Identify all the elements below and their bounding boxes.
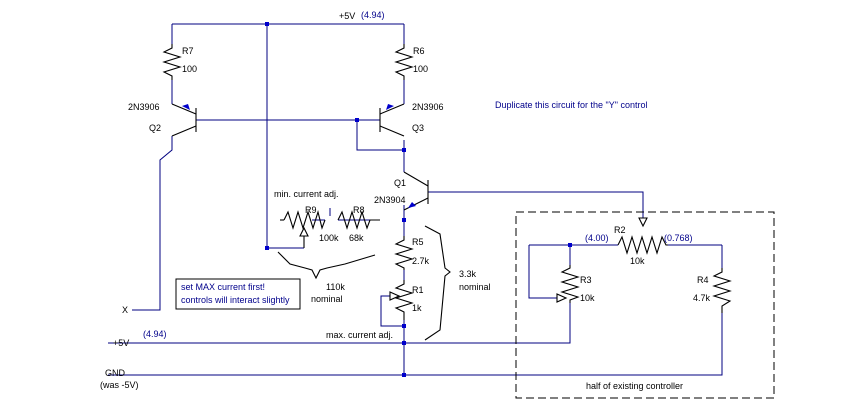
- r7-ref: R7: [182, 46, 194, 56]
- warning-box: [175, 278, 301, 310]
- r5-ref: R5: [412, 237, 424, 247]
- brace-3-3k: [424, 225, 451, 341]
- resistor-r9: [280, 209, 326, 248]
- r2-ref: R2: [614, 225, 626, 235]
- junction-gnd: [402, 373, 406, 377]
- resistor-r4: [712, 268, 732, 313]
- r8-value: 68k: [349, 233, 364, 243]
- voltage-4-00: (4.00): [585, 233, 609, 243]
- junction-emitter: [402, 218, 406, 222]
- junction-q3-collector: [402, 148, 406, 152]
- r9-value: 100k: [319, 233, 339, 243]
- max-current-label: max. current adj.: [326, 330, 393, 340]
- voltage-0-768: (0.768): [664, 233, 693, 243]
- r6-ref: R6: [413, 46, 425, 56]
- q2-ref: Q2: [149, 123, 161, 133]
- r-110k-nominal: nominal: [311, 294, 343, 304]
- gnd-port-label: GND: [105, 368, 126, 378]
- q3-part: 2N3906: [412, 102, 444, 112]
- transistor-q3: [379, 103, 405, 137]
- resistor-r8: [337, 210, 380, 230]
- r9-ref: R9: [305, 205, 317, 215]
- r4-ref: R4: [697, 275, 709, 285]
- warning-line2: controls will interact slightly: [181, 295, 290, 305]
- junction-plus5v: [402, 341, 406, 345]
- q3-ref: Q3: [412, 123, 424, 133]
- junction-q3-base: [355, 118, 359, 122]
- transistor-q2: [171, 103, 197, 137]
- r1-ref: R1: [412, 285, 424, 295]
- resistor-r1: [389, 280, 414, 320]
- junction-dots: [265, 22, 572, 377]
- min-current-label: min. current adj.: [274, 189, 339, 199]
- r3-value: 10k: [580, 293, 595, 303]
- r7-value: 100: [182, 64, 197, 74]
- resistor-r2: [617, 217, 668, 255]
- vcc-label: +5V: [339, 11, 355, 21]
- vcc-value: (4.94): [361, 10, 385, 20]
- brace-110k: [277, 251, 376, 280]
- resistor-r3: [556, 265, 580, 303]
- r-3-3k-nominal: nominal: [459, 282, 491, 292]
- resistor-r6: [394, 44, 414, 80]
- r-3-3k-label: 3.3k: [459, 269, 477, 279]
- r5-value: 2.7k: [412, 256, 430, 266]
- resistor-r7: [162, 44, 182, 80]
- junction-r1-wiper: [402, 324, 406, 328]
- r6-value: 100: [413, 64, 428, 74]
- junction-top-rail: [265, 22, 269, 26]
- warning-line1: set MAX current first!: [181, 282, 265, 292]
- plus5v-port-label: +5V: [113, 338, 129, 348]
- r-110k-label: 110k: [326, 282, 345, 292]
- duplicate-note: Duplicate this circuit for the "Y" contr…: [495, 100, 647, 110]
- half-controller-label: half of existing controller: [586, 381, 683, 391]
- junction-r2-left: [568, 243, 572, 247]
- wires: [108, 23, 723, 376]
- r1-value: 1k: [412, 303, 422, 313]
- r4-value: 4.7k: [693, 293, 711, 303]
- transistor-q1: [403, 171, 429, 211]
- existing-controller-box: [515, 211, 775, 399]
- x-port-label: X: [122, 305, 128, 315]
- r3-ref: R3: [580, 275, 592, 285]
- junction-r9: [265, 246, 269, 250]
- gnd-port-note: (was -5V): [100, 380, 139, 390]
- q2-part: 2N3906: [128, 102, 160, 112]
- q1-ref: Q1: [394, 178, 406, 188]
- plus5v-port-value: (4.94): [143, 329, 167, 339]
- r2-value: 10k: [630, 256, 645, 266]
- q1-part: 2N3904: [374, 195, 406, 205]
- resistor-r5: [394, 236, 414, 270]
- r8-ref: R8: [353, 205, 365, 215]
